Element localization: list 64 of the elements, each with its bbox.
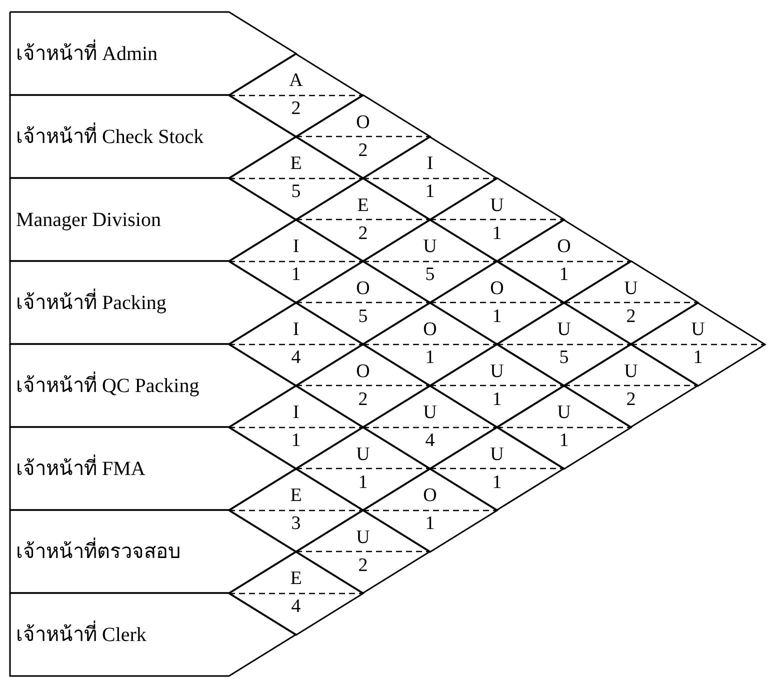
reason-code: 1 — [491, 390, 503, 408]
closeness-rating: U — [355, 528, 371, 546]
reason-code: 2 — [357, 556, 369, 574]
closeness-rating: U — [422, 403, 438, 422]
reason-code: 1 — [290, 265, 302, 284]
department-name: เจ้าหน้าที่ตรวจสอบ — [16, 540, 181, 564]
reason-code: 2 — [625, 390, 637, 408]
reason-code: 1 — [692, 348, 704, 367]
closeness-rating: I — [426, 154, 434, 173]
reason-code: 5 — [357, 306, 369, 326]
closeness-rating: U — [355, 444, 371, 464]
closeness-rating: U — [489, 444, 505, 464]
department-name: เจ้าหน้าที่ Check Stock — [16, 124, 204, 148]
reason-code: 4 — [290, 348, 302, 367]
reason-code: 1 — [558, 265, 570, 284]
closeness-rating: I — [292, 320, 300, 339]
reason-code: 1 — [357, 472, 369, 492]
reason-code: 5 — [558, 348, 570, 367]
closeness-rating: E — [289, 486, 303, 505]
closeness-rating: U — [422, 237, 438, 256]
department-name: เจ้าหน้าที่ Packing — [16, 290, 166, 314]
department-name: เจ้าหน้าที่ Clerk — [16, 622, 146, 646]
reason-code: 2 — [290, 99, 302, 118]
closeness-rating: U — [556, 320, 572, 339]
reason-code: 1 — [491, 472, 503, 492]
closeness-rating: U — [623, 362, 639, 380]
reason-code: 1 — [491, 224, 503, 242]
closeness-rating: E — [289, 569, 303, 588]
reason-code: 2 — [357, 140, 369, 160]
department-name: Manager Division — [16, 208, 161, 232]
closeness-rating: U — [690, 320, 706, 339]
closeness-rating: I — [292, 403, 300, 422]
closeness-rating: U — [556, 403, 572, 422]
closeness-rating: A — [288, 71, 304, 90]
closeness-rating: E — [289, 154, 303, 173]
reason-code: 1 — [558, 431, 570, 450]
closeness-rating: O — [422, 486, 438, 505]
closeness-rating: U — [489, 362, 505, 380]
reason-code: 3 — [290, 514, 302, 533]
closeness-rating: U — [623, 278, 639, 298]
closeness-rating: O — [556, 237, 572, 256]
closeness-rating: U — [489, 196, 505, 214]
department-name: เจ้าหน้าที่ FMA — [16, 456, 146, 480]
reason-code: 1 — [290, 431, 302, 450]
reason-code: 2 — [625, 306, 637, 326]
reason-code: 5 — [424, 265, 436, 284]
reason-code: 1 — [491, 306, 503, 326]
reason-code: 4 — [424, 431, 436, 450]
department-name: เจ้าหน้าที่ Admin — [16, 42, 158, 66]
closeness-rating: O — [355, 278, 371, 298]
reason-code: 5 — [290, 182, 302, 201]
reason-code: 1 — [424, 514, 436, 533]
closeness-rating: O — [355, 362, 371, 380]
reason-code: 2 — [357, 390, 369, 408]
reason-code: 1 — [424, 182, 436, 201]
closeness-rating: I — [292, 237, 300, 256]
reason-code: 1 — [424, 348, 436, 367]
closeness-rating: O — [422, 320, 438, 339]
closeness-rating: O — [489, 278, 505, 298]
closeness-rating: E — [356, 196, 370, 214]
department-name: เจ้าหน้าที่ QC Packing — [16, 374, 200, 398]
closeness-rating: O — [355, 112, 371, 132]
reason-code: 4 — [290, 597, 302, 616]
reason-code: 2 — [357, 224, 369, 242]
